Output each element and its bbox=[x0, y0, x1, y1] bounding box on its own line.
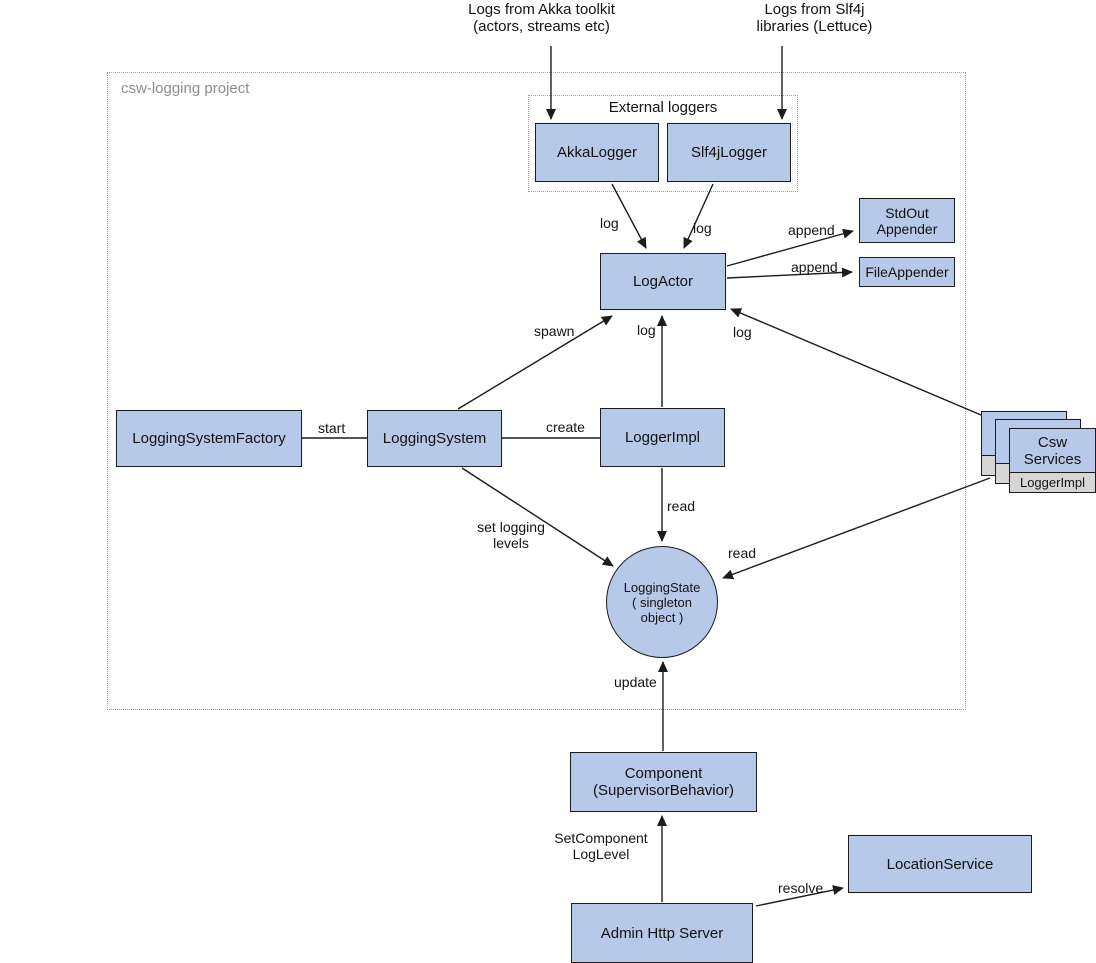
node-logging-system-label: LoggingSystem bbox=[382, 430, 487, 447]
annotation-akka-line1: Logs from Akka toolkit bbox=[468, 1, 615, 18]
edge-slf4jlogger-log-logactor bbox=[683, 183, 714, 249]
node-log-actor: LogActor bbox=[600, 253, 726, 310]
edge-admin-resolve-locationservice bbox=[755, 885, 844, 907]
node-location-service: LocationService bbox=[848, 835, 1032, 893]
edge-label-update: update bbox=[614, 674, 657, 690]
group-external-loggers: External loggers bbox=[528, 95, 798, 192]
edge-label-set-component-log-level: SetComponent LogLevel bbox=[553, 830, 649, 862]
edge-label-set-logging-levels-line2: levels bbox=[493, 534, 529, 551]
node-component-line2: (SupervisorBehavior) bbox=[593, 782, 734, 799]
edge-label-set-component-line1: SetComponent bbox=[554, 830, 648, 846]
node-stdout-appender-line2: Appender bbox=[876, 220, 938, 237]
edge-akkalogger-log-logactor bbox=[611, 183, 647, 249]
edge-logactor-append-stdout bbox=[726, 228, 854, 267]
node-component-line1: Component bbox=[624, 765, 703, 782]
edge-label-log-from-csw-services: log bbox=[733, 324, 752, 340]
node-csw-services-body: Csw Services bbox=[1009, 428, 1096, 473]
node-logger-impl: LoggerImpl bbox=[600, 408, 725, 467]
node-csw-services-loggerimpl-tab: LoggerImpl bbox=[1009, 471, 1096, 493]
edge-label-create: create bbox=[546, 419, 585, 435]
node-csw-services-line1: Csw bbox=[1037, 433, 1068, 451]
node-location-service-label: LocationService bbox=[886, 855, 994, 873]
edge-loggingsystem-spawn-logactor bbox=[457, 315, 613, 410]
node-csw-services-sub-label: LoggerImpl bbox=[1019, 474, 1086, 490]
node-stdout-appender: StdOut Appender bbox=[859, 198, 955, 243]
node-csw-services-line2: Services bbox=[1023, 450, 1082, 468]
edge-label-append-stdout: append bbox=[788, 222, 835, 238]
node-logger-impl-label: LoggerImpl bbox=[624, 429, 701, 446]
node-file-appender: FileAppender bbox=[859, 257, 955, 287]
node-admin-http-server-label: Admin Http Server bbox=[600, 924, 724, 942]
edge-label-append-file: append bbox=[791, 259, 838, 275]
node-admin-http-server: Admin Http Server bbox=[571, 903, 753, 963]
edge-label-log-from-slf4j: log bbox=[693, 220, 712, 236]
edge-loggingsystem-setlevels-loggingstate bbox=[461, 467, 614, 567]
node-akka-logger: AkkaLogger bbox=[535, 123, 659, 182]
node-logging-state-line3: object ) bbox=[640, 609, 684, 625]
node-logging-state-line1: LoggingState bbox=[623, 579, 701, 595]
node-component: Component (SupervisorBehavior) bbox=[570, 752, 757, 812]
edge-label-log-from-akka: log bbox=[600, 215, 619, 231]
node-akka-logger-label: AkkaLogger bbox=[556, 144, 638, 161]
edge-label-set-logging-levels-line1: set logging bbox=[477, 519, 545, 535]
node-logging-system-factory: LoggingSystemFactory bbox=[116, 410, 302, 467]
node-slf4j-logger-label: Slf4jLogger bbox=[691, 144, 767, 161]
edge-label-resolve: resolve bbox=[778, 880, 824, 896]
annotation-slf4j-input: Logs from Slf4j libraries (Lettuce) bbox=[704, 1, 925, 35]
edge-logactor-append-file bbox=[726, 267, 853, 279]
edge-cswservices-log-logactor bbox=[730, 308, 982, 416]
node-csw-services: Csw Services LoggerImpl bbox=[1009, 428, 1096, 493]
edge-label-read-from-csw-services: read bbox=[728, 545, 757, 561]
edge-label-log-from-logger-impl: log bbox=[637, 322, 656, 338]
node-logging-state-line2: ( singleton bbox=[632, 594, 692, 610]
annotation-slf4j-line1: Logs from Slf4j bbox=[764, 1, 865, 18]
edge-label-start: start bbox=[318, 420, 346, 436]
annotation-akka-line2: (actors, streams etc) bbox=[473, 17, 610, 35]
edge-label-read-from-logger-impl: read bbox=[667, 498, 696, 514]
node-file-appender-label: FileAppender bbox=[865, 264, 949, 280]
node-logging-system: LoggingSystem bbox=[367, 410, 502, 467]
edge-cswservices-read-loggingstate bbox=[722, 477, 991, 580]
edge-label-spawn: spawn bbox=[534, 323, 575, 339]
node-logging-state: LoggingState ( singleton object ) bbox=[606, 546, 718, 658]
edge-label-set-logging-levels: set logging levels bbox=[468, 519, 554, 551]
node-stdout-appender-line1: StdOut bbox=[885, 204, 929, 221]
group-csw-logging-label: csw-logging project bbox=[121, 80, 250, 97]
annotation-slf4j-line2: libraries (Lettuce) bbox=[756, 17, 873, 35]
node-slf4j-logger: Slf4jLogger bbox=[667, 123, 791, 182]
annotation-akka-input: Logs from Akka toolkit (actors, streams … bbox=[431, 1, 652, 35]
group-external-loggers-label: External loggers bbox=[608, 99, 718, 116]
group-csw-logging-project bbox=[107, 72, 966, 710]
node-log-actor-label: LogActor bbox=[632, 273, 694, 290]
node-logging-system-factory-label: LoggingSystemFactory bbox=[132, 430, 286, 447]
edge-label-set-component-line2: LogLevel bbox=[572, 845, 630, 862]
